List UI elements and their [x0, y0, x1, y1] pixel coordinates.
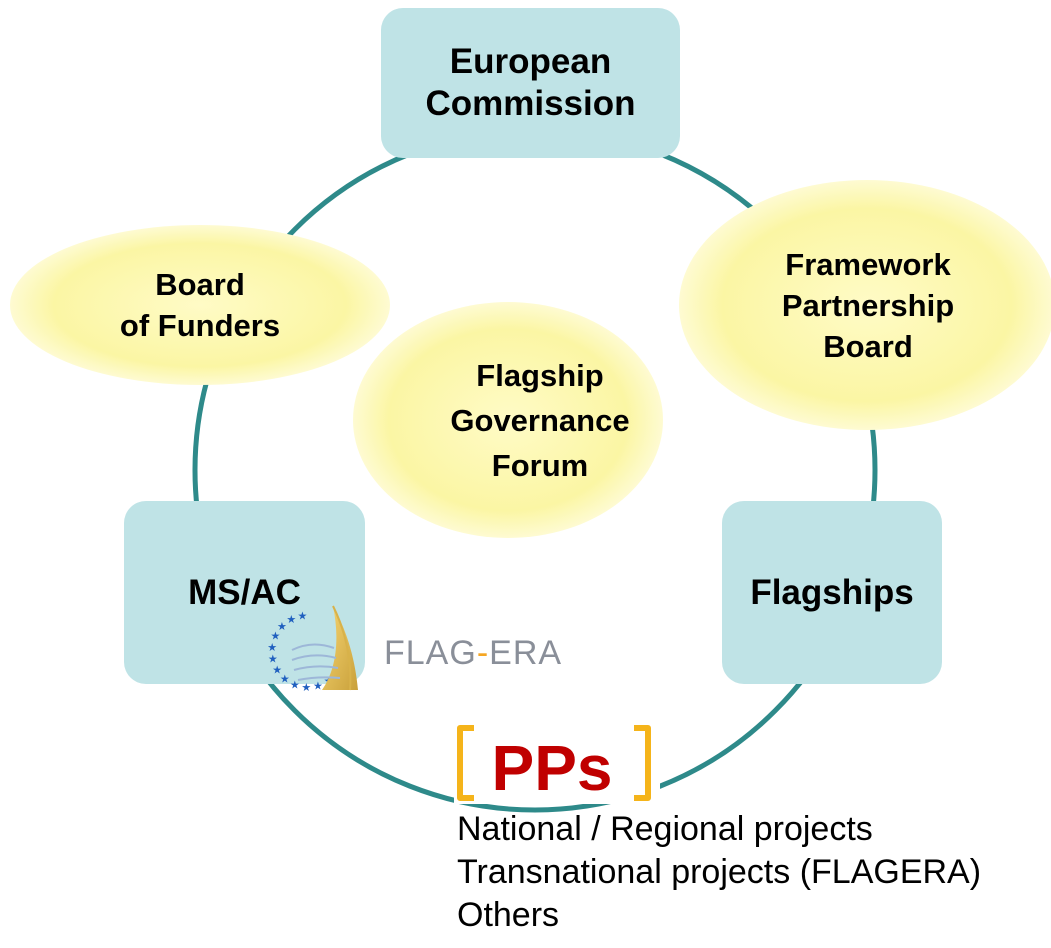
ms-ac-label: MS/AC [188, 573, 301, 612]
pp-list-item: Transnational projects (FLAGERA) [457, 853, 982, 891]
framework-partnership-board-label: Framework Partnership Board [781, 246, 955, 364]
board-of-funders-label: Board of Funders [119, 267, 281, 343]
left-bracket [457, 725, 474, 801]
pps-background [454, 720, 660, 804]
flagships-label: Flagships [750, 573, 914, 612]
flagship-governance-forum-label: Flagship Governance Forum [450, 357, 630, 483]
flag-era-logo-text: FLAG-ERA [384, 628, 562, 678]
right-bracket [634, 725, 651, 801]
ms-ac-box [124, 501, 365, 684]
logo-text-era: ERA [489, 634, 563, 672]
logo-star-icon: ★ [280, 673, 290, 685]
pp-list: National / Regional projects Transnation… [457, 808, 1051, 937]
logo-star-icon: ★ [268, 654, 278, 666]
logo-star-icon: ★ [297, 610, 307, 622]
logo-text-flag: FLAG [384, 634, 477, 672]
logo-star-icon: ★ [267, 642, 277, 654]
logo-star-icon: ★ [301, 682, 311, 694]
european-commission-label: European Commission [425, 42, 636, 123]
pp-list-item: Others [457, 896, 560, 934]
european-commission-box [381, 8, 680, 158]
logo-text-dash: - [476, 634, 490, 672]
framework-partnership-board-ellipse [679, 180, 1051, 430]
logo-star-icon: ★ [270, 631, 280, 643]
board-of-funders-ellipse [10, 225, 390, 385]
logo-star-icon: ★ [290, 679, 300, 691]
logo-star-icon: ★ [286, 614, 296, 626]
pps-label: PPs [491, 732, 613, 804]
pp-list-item: National / Regional projects [457, 810, 873, 848]
logo-star-icon: ★ [277, 621, 287, 633]
flagships-box [722, 501, 942, 684]
flag-era-logo-icon: ★★★★★★★★★★★★★★ [267, 605, 358, 694]
logo-star-icon: ★ [313, 681, 323, 693]
flagship-governance-forum-ellipse [353, 302, 663, 538]
logo-star-icon: ★ [272, 665, 282, 677]
